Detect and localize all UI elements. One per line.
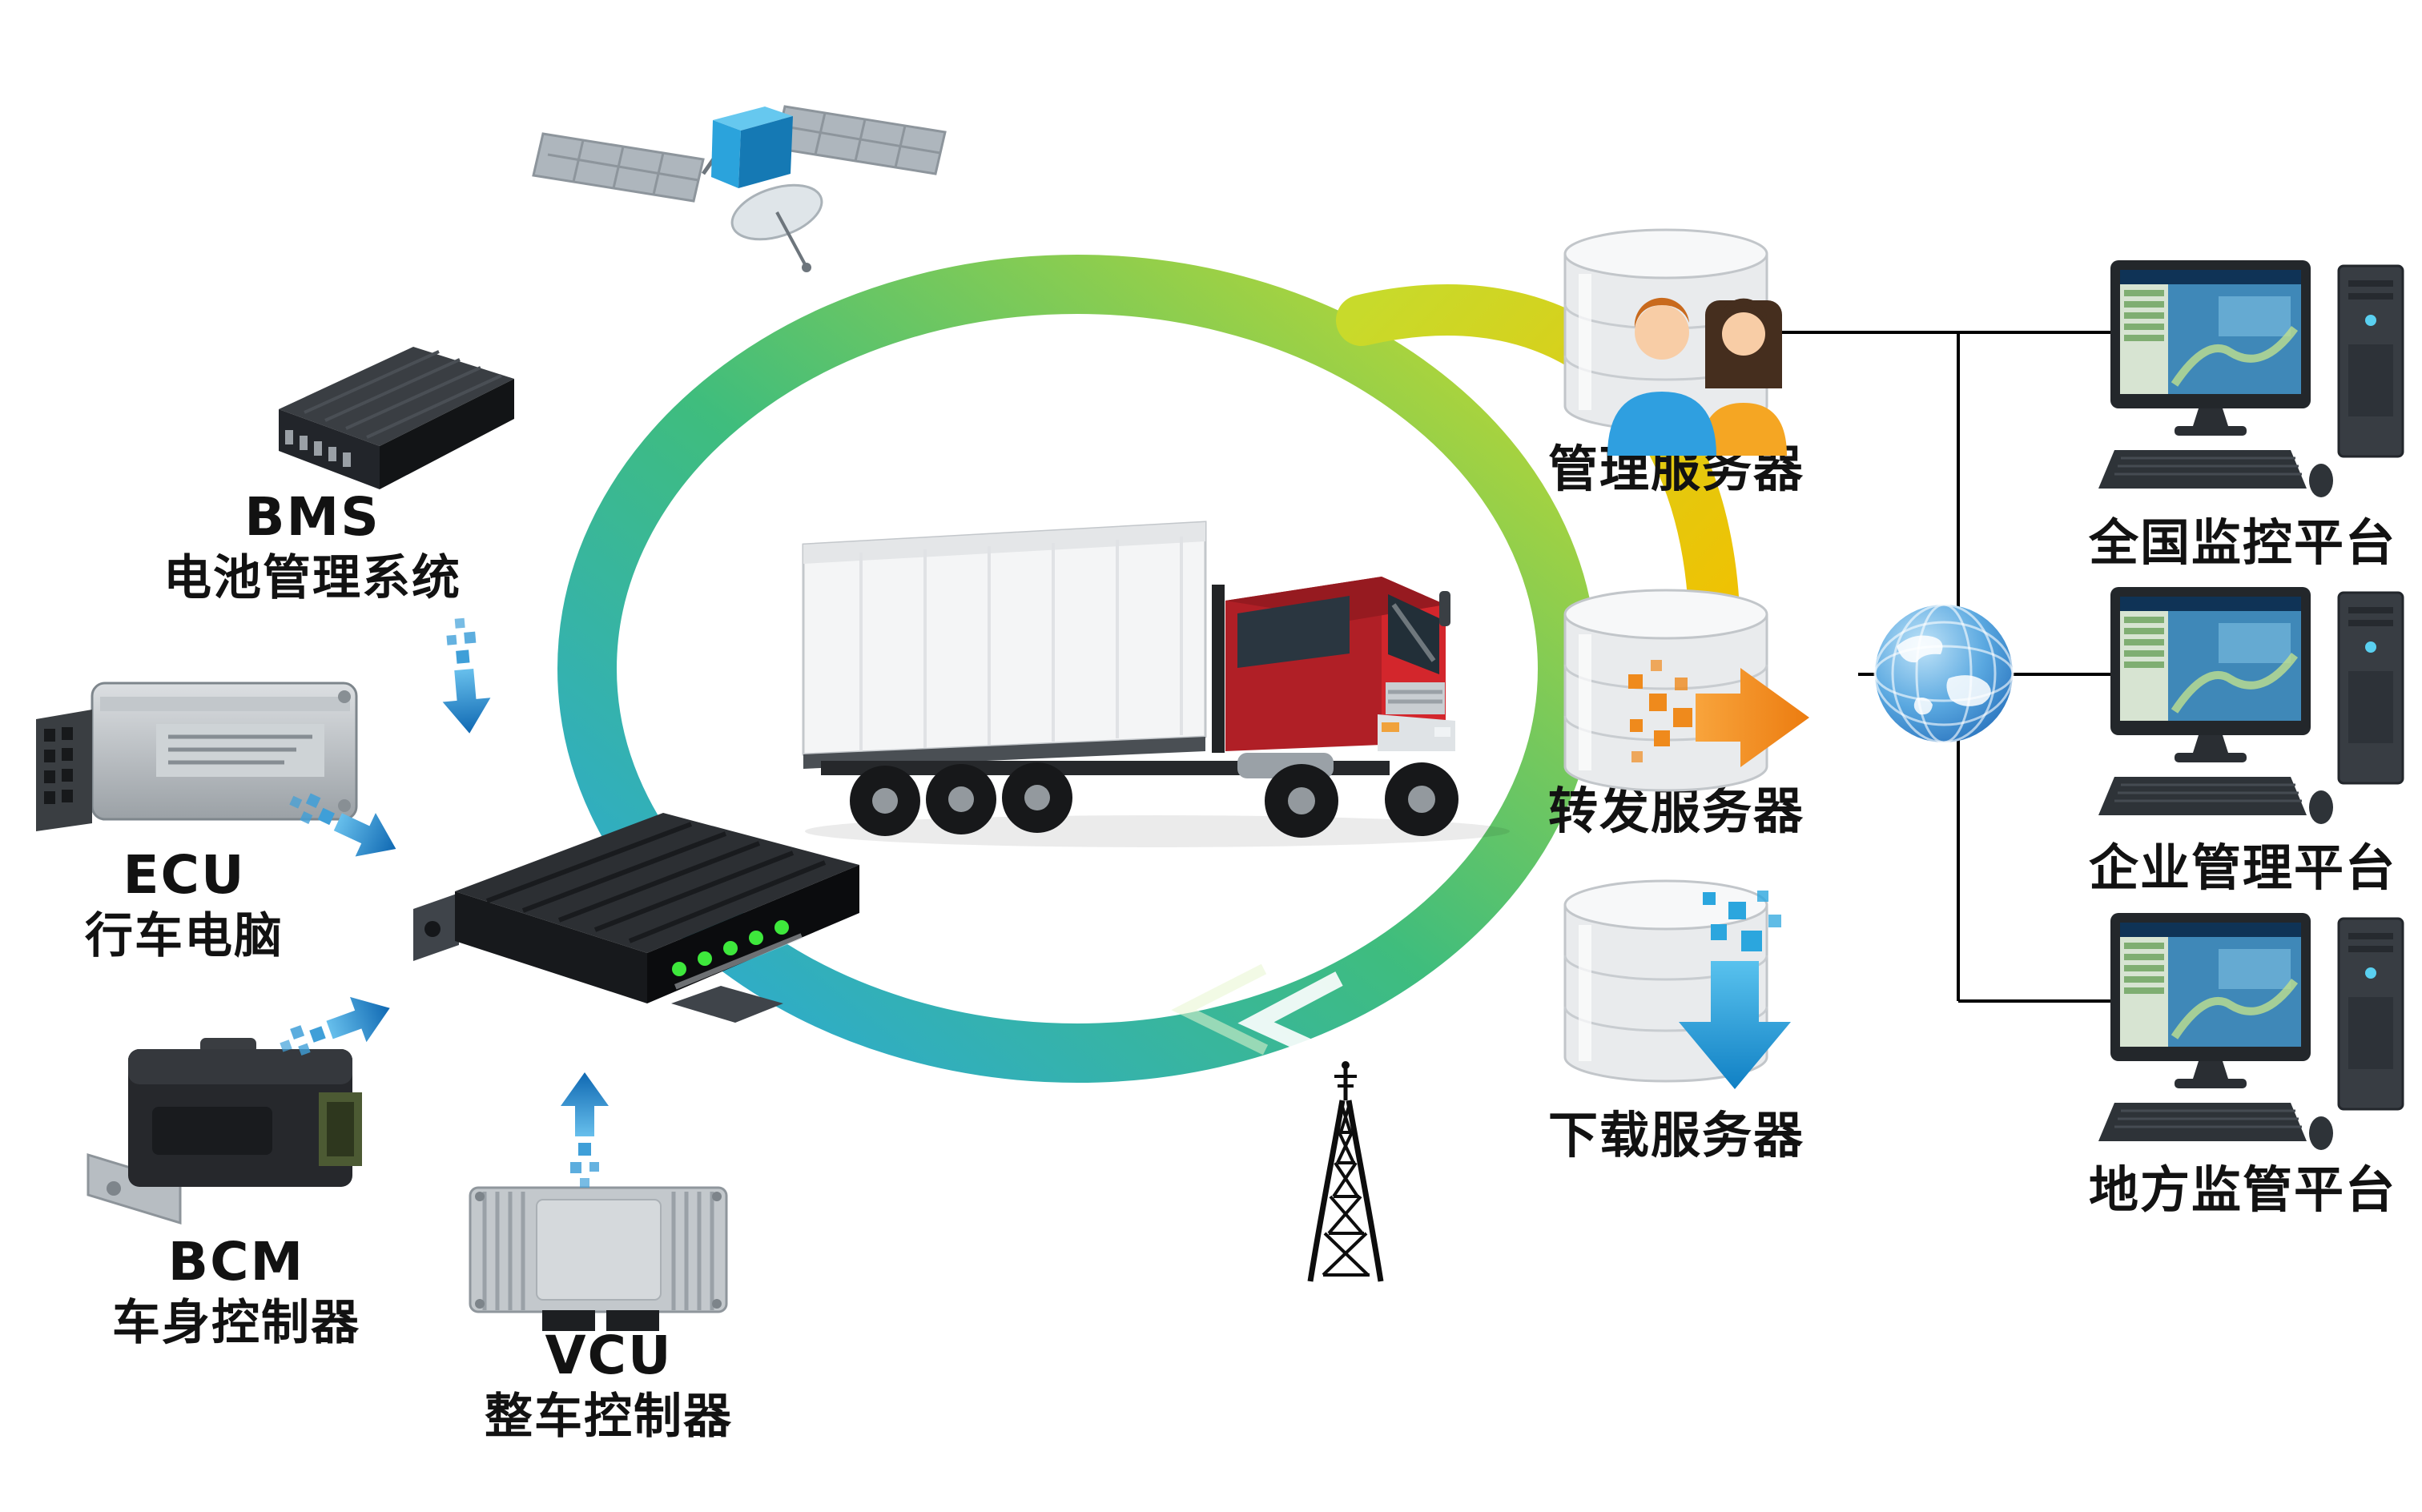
vcu-label: VCU 整车控制器 xyxy=(416,1325,801,1447)
enterprise-platform-workstation-icon xyxy=(2098,575,2419,843)
local-platform-label: 地方监管平台 xyxy=(2034,1160,2422,1220)
local-platform-workstation-icon xyxy=(2098,901,2419,1169)
download-arrow-icon xyxy=(1658,887,1810,1104)
bms-label: BMS 电池管理系统 xyxy=(120,487,505,609)
satellite-icon xyxy=(529,84,961,300)
vcu-to-tbox-arrow-icon xyxy=(553,1069,617,1189)
flow-chevron-icon xyxy=(1237,971,1346,1070)
bcm-label: BCM 车身控制器 xyxy=(56,1232,416,1353)
bms-subtitle: 电池管理系统 xyxy=(163,550,461,606)
ecu-device-icon xyxy=(36,663,372,843)
bcm-title: BCM xyxy=(167,1231,305,1293)
bms-title: BMS xyxy=(244,486,380,548)
bcm-to-tbox-arrow-icon xyxy=(269,977,404,1078)
local-platform-text: 地方监管平台 xyxy=(2088,1160,2396,1219)
vcu-subtitle: 整车控制器 xyxy=(485,1389,733,1445)
internet-globe-icon xyxy=(1873,602,2015,745)
forward-arrow-icon xyxy=(1622,655,1814,779)
bcm-device-icon xyxy=(80,1035,376,1227)
ecu-label: ECU 行车电脑 xyxy=(32,845,336,967)
flow-chevron2-icon xyxy=(1171,963,1269,1056)
ecu-subtitle: 行车电脑 xyxy=(85,908,284,964)
vcu-title: VCU xyxy=(545,1325,673,1386)
enterprise-platform-text: 企业管理平台 xyxy=(2088,838,2396,897)
users-icon xyxy=(1598,276,1806,456)
radio-tower-icon xyxy=(1264,1059,1428,1287)
tbox-device-icon xyxy=(407,789,875,1057)
download-server-text: 下载服务器 xyxy=(1547,1106,1804,1164)
truck-illustration xyxy=(789,472,1518,857)
bms-to-tbox-arrow-icon xyxy=(428,614,502,739)
bms-device-icon xyxy=(256,332,529,525)
download-server-label: 下载服务器 xyxy=(1496,1105,1857,1166)
ecu-to-tbox-arrow-icon xyxy=(276,770,412,879)
vcu-device-icon xyxy=(461,1160,737,1340)
bcm-subtitle: 车身控制器 xyxy=(112,1295,360,1351)
ecu-title: ECU xyxy=(123,844,246,906)
enterprise-platform-label: 企业管理平台 xyxy=(2034,838,2422,899)
national-platform-text: 全国监控平台 xyxy=(2088,513,2396,572)
national-platform-label: 全国监控平台 xyxy=(2034,513,2422,573)
national-platform-workstation-icon xyxy=(2098,248,2419,517)
